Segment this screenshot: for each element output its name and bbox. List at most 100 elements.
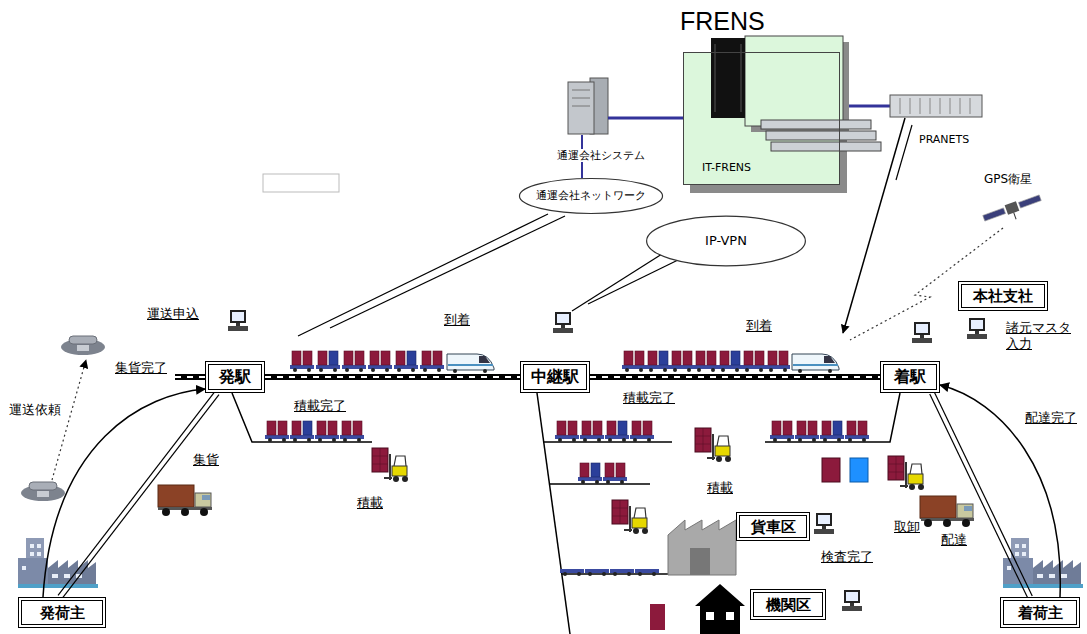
node-text: 着荷主 <box>1018 604 1063 622</box>
illustration <box>560 569 584 576</box>
station-box: 発駅 <box>205 361 265 393</box>
gps-satellite <box>1005 201 1020 215</box>
pranets-rack <box>890 95 982 117</box>
illustration <box>158 485 212 516</box>
annotation-label: 取卸 <box>893 519 921 535</box>
node-text: 中継駅 <box>531 367 579 386</box>
rail-track <box>175 376 205 378</box>
siding-track <box>232 393 372 442</box>
connector <box>265 377 520 378</box>
annotation-label: 積載完了 <box>622 390 676 406</box>
illustration <box>555 421 579 442</box>
frens-hardware <box>683 36 881 193</box>
blank-box <box>263 174 339 192</box>
illustration <box>718 351 742 372</box>
node-text: 着駅 <box>894 367 926 386</box>
illustration <box>766 351 790 372</box>
gps-satellite <box>983 208 1006 221</box>
annotation-label: 運送依頼 <box>8 402 62 418</box>
illustration <box>920 496 974 527</box>
flow-arrow <box>43 389 205 597</box>
node-text: 貨車区 <box>751 518 796 536</box>
edge-label: 配達完了 <box>1024 410 1078 426</box>
annotation-label: 到着 <box>745 318 773 334</box>
depot-building <box>695 584 745 634</box>
illustration <box>61 336 105 355</box>
illustration <box>394 351 418 372</box>
siding-track <box>544 441 672 443</box>
gps-satellite <box>1014 213 1016 220</box>
illustration <box>695 428 731 462</box>
station-box: 発荷主 <box>18 597 106 628</box>
illustration <box>770 421 794 442</box>
illustration <box>290 421 314 442</box>
comm-line <box>896 125 912 180</box>
illustration <box>603 463 627 484</box>
container <box>850 458 868 482</box>
illustration <box>340 421 364 442</box>
station-box: 貨車区 <box>736 512 810 541</box>
diagram-title: FRENS <box>680 6 765 36</box>
node-text: IT-FRENS <box>702 161 751 174</box>
comm-line <box>843 118 905 333</box>
annotation-label: 積載完了 <box>293 398 347 414</box>
illustration <box>814 513 834 534</box>
illustration <box>792 354 839 373</box>
illustration <box>342 351 366 372</box>
illustration <box>842 590 862 611</box>
frens-hardware <box>715 44 741 112</box>
illustration <box>820 421 844 442</box>
route-line <box>58 391 215 595</box>
annotation-label: PRANETS <box>918 133 970 146</box>
frens-hardware <box>771 142 881 151</box>
warehouse-icon <box>668 520 736 575</box>
illustration <box>265 421 289 442</box>
illustration <box>967 318 987 339</box>
illustration <box>646 351 670 372</box>
annotation-label: 諸元マスタ 入力 <box>1005 320 1083 351</box>
frens-hardware <box>761 120 871 129</box>
connector <box>930 392 1033 598</box>
container <box>822 458 840 482</box>
illustration <box>622 351 646 372</box>
pranets-rack <box>890 95 982 117</box>
illustration <box>18 538 98 588</box>
illustration <box>605 421 629 442</box>
illustration <box>912 322 932 343</box>
gps-satellite <box>982 193 1044 229</box>
comm-line <box>298 214 548 336</box>
server-icon <box>568 78 608 134</box>
illustration <box>447 354 494 373</box>
illustration <box>316 351 340 372</box>
connector <box>43 389 205 597</box>
illustration <box>694 351 718 372</box>
depot-window <box>706 612 734 620</box>
illustration <box>315 421 339 442</box>
station-box: 本社支社 <box>958 281 1048 311</box>
illustration <box>670 351 694 372</box>
cloud-outline <box>519 179 662 214</box>
connector <box>590 377 880 378</box>
station-box: 機関区 <box>750 589 826 620</box>
route-line <box>62 395 219 599</box>
illustration <box>553 312 573 333</box>
rail-track <box>590 374 880 380</box>
illustration <box>580 421 604 442</box>
node-text: 発駅 <box>219 367 251 386</box>
station-box: 中継駅 <box>520 361 590 393</box>
illustration <box>845 421 869 442</box>
illustration <box>585 569 609 576</box>
node-text: 発荷主 <box>40 604 85 622</box>
server-icon <box>568 82 594 134</box>
siding-track <box>232 393 900 634</box>
siding-track <box>765 393 900 442</box>
illustration <box>372 448 408 482</box>
illustration <box>1003 538 1083 588</box>
server-icon <box>572 90 590 106</box>
node-text: IP-VPN <box>705 233 747 249</box>
annotation-label: 到着 <box>443 312 471 328</box>
frens-hardware <box>711 38 745 118</box>
illustration <box>630 421 654 442</box>
comm-line <box>298 118 1003 340</box>
